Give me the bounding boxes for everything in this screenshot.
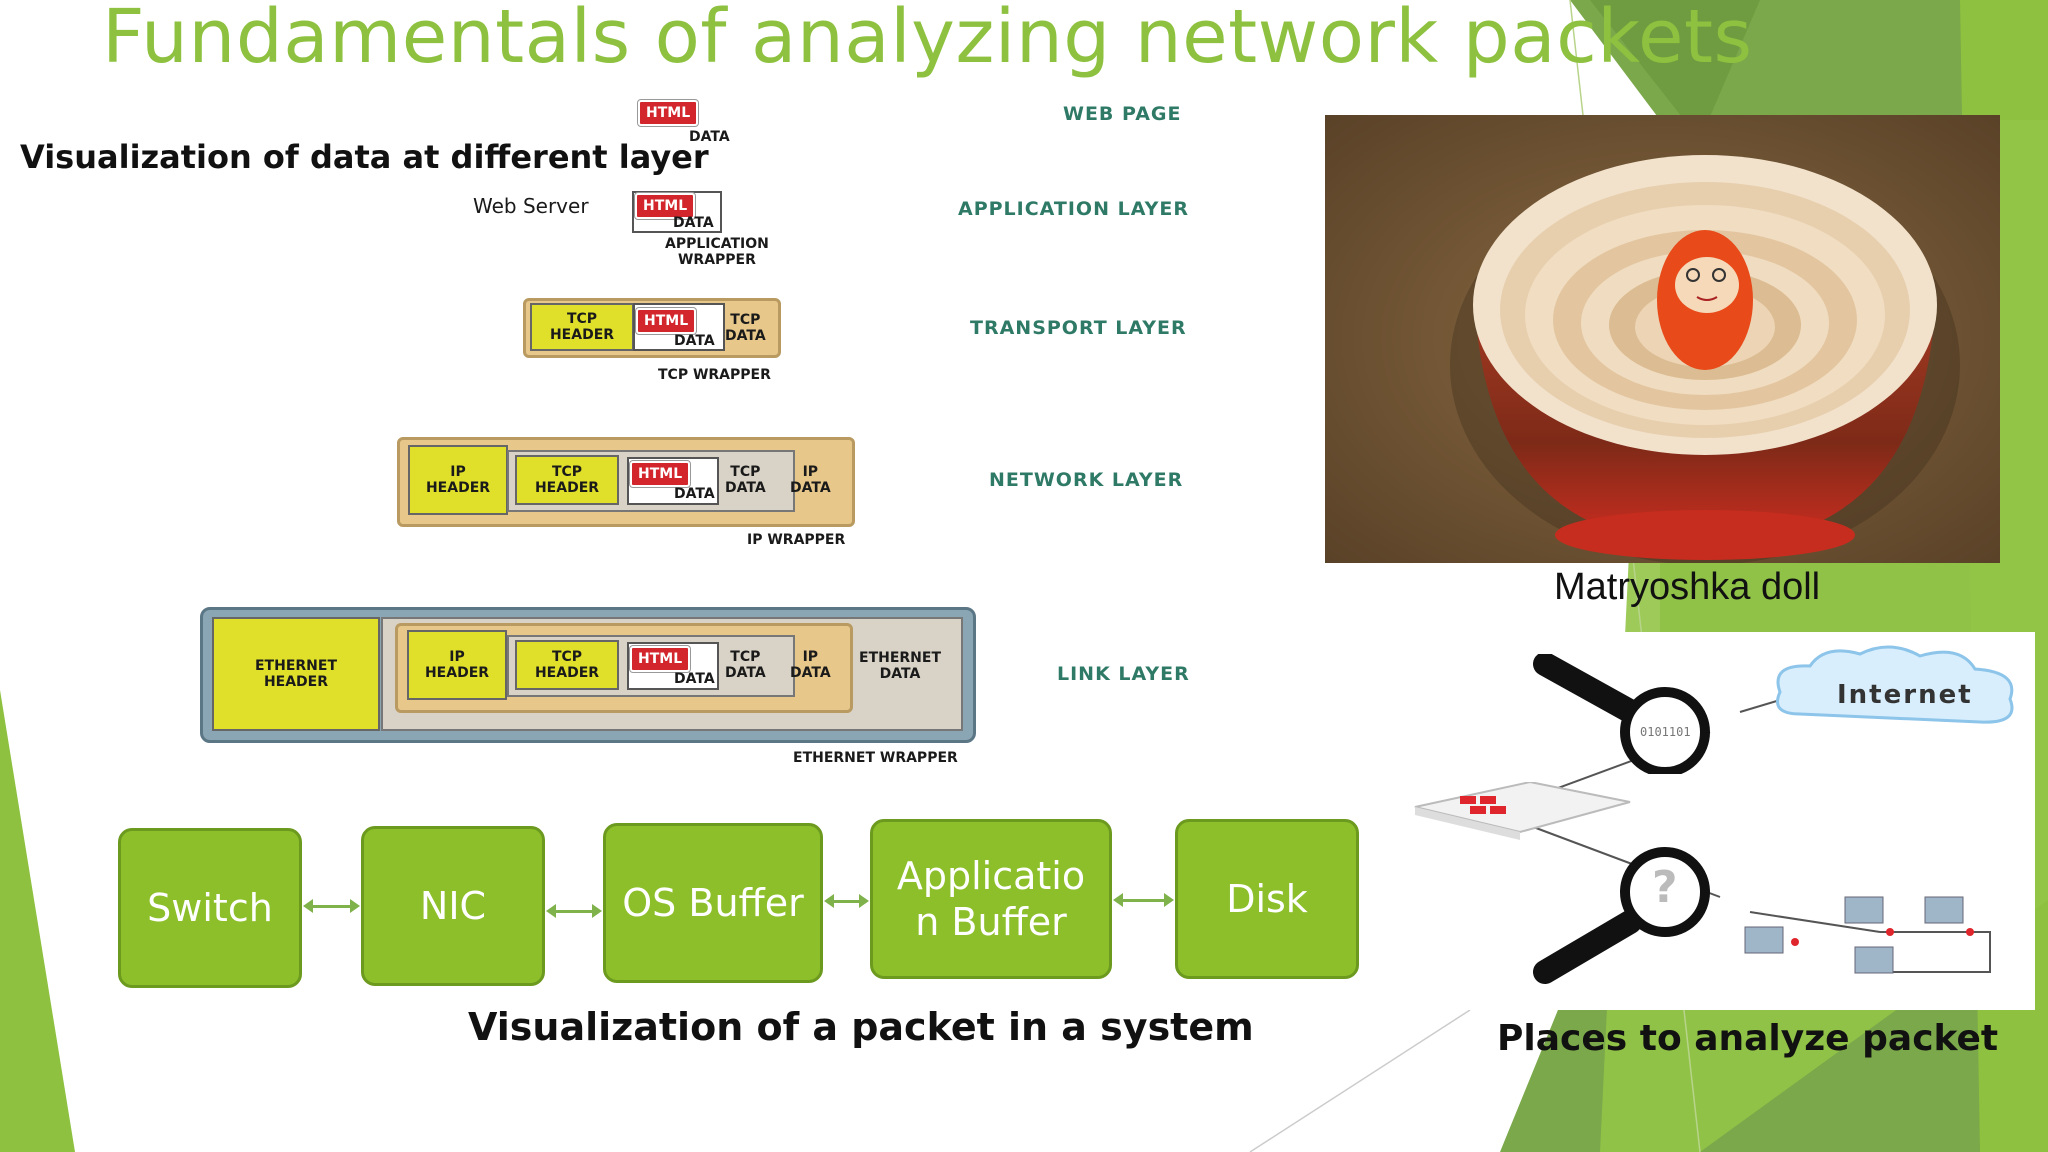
flow-arrow xyxy=(303,899,360,913)
ip-data-label: IP DATA xyxy=(790,464,831,496)
ip-data-label: IP DATA xyxy=(790,649,831,681)
internet-label: Internet xyxy=(1837,680,1973,710)
flow-node-nic: NIC xyxy=(361,826,545,986)
layer-name-transport: TRANSPORT LAYER xyxy=(970,317,1187,339)
data-label: DATA xyxy=(673,215,714,231)
doll-caption: Matryoshka doll xyxy=(1554,566,1821,608)
layers-diagram: HTML DATA WEB PAGE Web Server HTML DATA … xyxy=(195,95,1225,785)
tcp-data-label: TCP DATA xyxy=(725,312,766,344)
caption-places: Places to analyze packet xyxy=(1497,1018,1999,1059)
data-label: DATA xyxy=(689,129,730,145)
network-diagram: Internet 0101101 ? xyxy=(1410,632,2035,1010)
layer-name-web: WEB PAGE xyxy=(1063,103,1182,125)
magnifier-binary-icon: 0101101 xyxy=(1525,652,1725,777)
tcp-wrapper-label: TCP WRAPPER xyxy=(658,367,771,383)
layer-name-network: NETWORK LAYER xyxy=(989,469,1184,491)
tcp-header: TCP HEADER xyxy=(515,640,619,690)
web-server-label: Web Server xyxy=(473,194,589,218)
ethernet-header: ETHERNET HEADER xyxy=(212,617,380,731)
svg-text:0101101: 0101101 xyxy=(1640,725,1691,739)
tcp-header: TCP HEADER xyxy=(515,455,619,505)
flow-arrow xyxy=(546,904,602,918)
data-label: DATA xyxy=(674,671,715,687)
ip-header: IP HEADER xyxy=(408,445,508,515)
computers-icon xyxy=(1735,887,2025,997)
tcp-data-label: TCP DATA xyxy=(725,649,766,681)
ethernet-data-label: ETHERNET DATA xyxy=(859,650,942,682)
flow-node-os-buffer: OS Buffer xyxy=(603,823,823,983)
data-label: DATA xyxy=(674,486,715,502)
tcp-header: TCP HEADER xyxy=(530,303,634,351)
flow-arrow xyxy=(824,894,869,908)
app-wrapper-label: APPLICATION WRAPPER xyxy=(665,236,769,268)
ip-header: IP HEADER xyxy=(407,630,507,700)
layer-name-link: LINK LAYER xyxy=(1057,663,1190,685)
caption-layers: Visualization of data at different layer xyxy=(20,138,709,176)
firewall-icon xyxy=(1410,780,1635,842)
html-tag: HTML xyxy=(638,100,699,126)
html-tag: HTML xyxy=(630,461,691,487)
magnifier-question-icon xyxy=(1525,847,1725,987)
flow-node-switch: Switch xyxy=(118,828,302,988)
ethernet-wrapper-label: ETHERNET WRAPPER xyxy=(793,750,958,766)
question-mark: ? xyxy=(1652,862,1678,913)
slide-title: Fundamentals of analyzing network packet… xyxy=(102,0,1753,80)
html-tag: HTML xyxy=(636,308,697,334)
matryoshka-photo xyxy=(1325,115,2000,563)
html-tag: HTML xyxy=(630,646,691,672)
flow-arrow xyxy=(1113,893,1174,907)
data-label: DATA xyxy=(674,333,715,349)
flow-node-disk: Disk xyxy=(1175,819,1359,979)
caption-system: Visualization of a packet in a system xyxy=(468,1005,1254,1049)
layer-name-app: APPLICATION LAYER xyxy=(958,198,1189,220)
tcp-data-label: TCP DATA xyxy=(725,464,766,496)
cloud-icon xyxy=(1770,644,2025,734)
ip-wrapper-label: IP WRAPPER xyxy=(747,532,846,548)
html-tag: HTML xyxy=(635,193,696,219)
flow-node-application-buffer: Applicatio n Buffer xyxy=(870,819,1112,979)
